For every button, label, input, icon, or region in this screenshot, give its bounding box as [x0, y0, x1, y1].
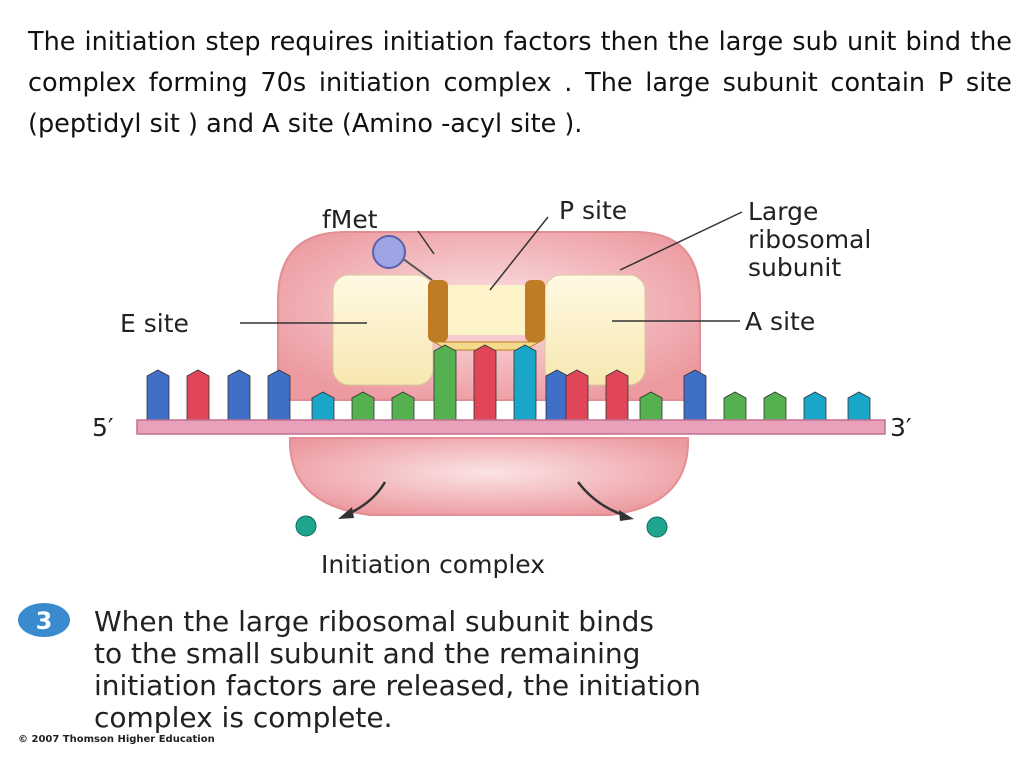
mrna-base: [565, 369, 589, 423]
mrna-base: [683, 369, 707, 423]
mrna-base: [433, 344, 457, 423]
mrna-base: [639, 391, 663, 423]
mrna-base: [146, 369, 170, 423]
mrna-base: [267, 369, 291, 423]
mrna-base: [186, 369, 210, 423]
mrna-base: [513, 344, 537, 423]
mrna-strand: [136, 419, 886, 435]
initiation-complex-caption: Initiation complex: [321, 550, 545, 579]
mrna-base: [473, 344, 497, 423]
mrna-base: [227, 369, 251, 423]
large-subunit-label-line3: subunit: [748, 253, 841, 282]
intro-paragraph: The initiation step requires initiation …: [28, 27, 1012, 139]
step-text-line-2: to the small subunit and the remaining: [94, 637, 640, 670]
three-prime-label: 3′: [890, 413, 912, 442]
mrna-base: [391, 391, 415, 423]
step-number-badge: [18, 603, 70, 637]
five-prime-label: 5′: [92, 413, 114, 442]
e-site-label: E site: [120, 309, 189, 338]
a-site-pocket: [544, 274, 646, 386]
copyright-text: © 2007 Thomson Higher Education: [18, 734, 215, 745]
mrna-bases: [146, 344, 871, 423]
large-subunit-label-line2: ribosomal: [748, 225, 871, 254]
mrna-base: [311, 391, 335, 423]
e-site-pocket: [332, 274, 434, 386]
step-text-line-1: When the large ribosomal subunit binds: [94, 605, 654, 638]
large-subunit-label-line1: Large: [748, 197, 818, 226]
step-text-line-3: initiation factors are released, the ini…: [94, 669, 701, 702]
mrna-base: [763, 391, 787, 423]
mrna-base: [351, 391, 375, 423]
released-initiation-factor-left: [295, 515, 317, 537]
small-ribosomal-subunit: [288, 437, 690, 516]
released-initiation-factor-right: [646, 516, 668, 538]
mrna-base: [847, 391, 871, 423]
fmet-amino-acid: [372, 235, 406, 269]
fmet-label: fMet: [322, 205, 378, 234]
mrna-base: [605, 369, 629, 423]
mrna-base: [803, 391, 827, 423]
a-site-label: A site: [745, 307, 815, 336]
step-text-line-4: complex is complete.: [94, 701, 393, 734]
mrna-base: [545, 369, 569, 423]
mrna-base: [723, 391, 747, 423]
p-site-label: P site: [559, 196, 627, 225]
step-number: 3: [36, 607, 53, 635]
